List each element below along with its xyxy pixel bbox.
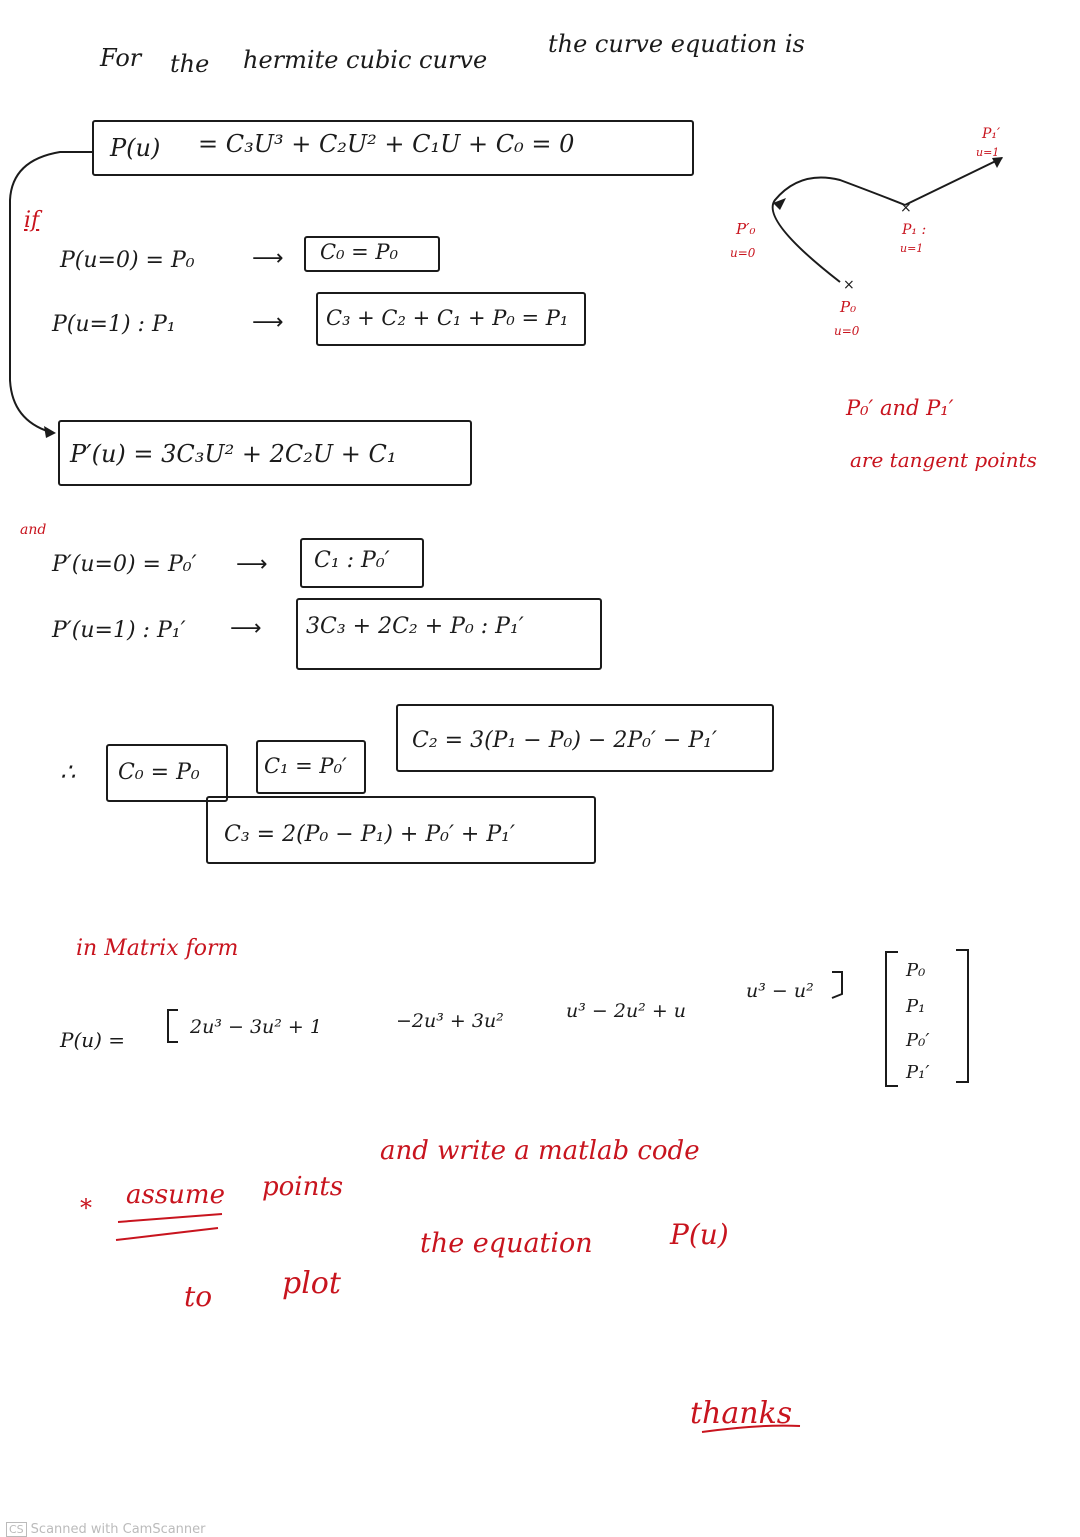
vector-entry-p0: P₀: [906, 960, 926, 981]
derivative-box: [58, 420, 472, 486]
arrow-right-icon: ⟶: [230, 616, 262, 641]
diagram-p0prime: P′₀: [736, 220, 756, 238]
request-pu: P(u): [670, 1218, 729, 1251]
vector-bracket-left: [885, 951, 898, 1087]
tangent-note-line1: P₀′ and P₁′: [846, 396, 954, 420]
arrow-right-icon: ⟶: [252, 310, 284, 335]
arrowhead-icon: [773, 198, 786, 210]
assume-underline-scribble: [115, 1227, 219, 1241]
and-label: and: [20, 522, 47, 538]
diagram-u1-top: u=1: [976, 146, 1000, 159]
request-points: points: [262, 1172, 344, 1202]
c2-result-box: [396, 704, 774, 772]
matrix-term-2: −2u³ + 3u²: [396, 1010, 504, 1032]
vector-entry-p1prime: P₁′: [906, 1062, 930, 1083]
connector-bracket: [9, 151, 92, 433]
p-u1-line: P(u=1) : P₁: [52, 312, 176, 337]
c1-result-box: [256, 740, 366, 794]
request-plot: plot: [282, 1266, 341, 1301]
p-u0-line: P(u=0) = P₀: [60, 248, 195, 273]
c1-result-text: C₁ = P₀′: [264, 754, 347, 778]
dp-u1-line: P′(u=1) : P₁′: [52, 618, 186, 643]
derivative-sum-box-text: 3C₃ + 2C₂ + P₀ : P₁′: [306, 614, 524, 639]
c3-result-text: C₃ = 2(P₀ − P₁) + P₀′ + P₁′: [224, 822, 515, 847]
c0-box-a-text: C₀ = P₀: [320, 240, 398, 264]
diagram-u1-mid: u=1: [900, 242, 924, 255]
hermite-curve-sketch: [771, 176, 906, 283]
matrix-term-3: u³ − 2u² + u: [566, 1000, 687, 1022]
diagram-p1: P₁ :: [902, 222, 927, 238]
arrowhead-icon: [992, 157, 1003, 168]
diagram-p1prime: P₁′: [982, 126, 1001, 142]
connector-arrowhead-icon: [44, 426, 56, 438]
header-word-for: For: [100, 44, 142, 72]
derivative-text: P′(u) = 3C₃U² + 2C₂U + C₁: [70, 440, 397, 468]
arrow-right-icon: ⟶: [236, 552, 268, 577]
derivative-sum-box: [296, 598, 602, 670]
diagram-u0-bottom: u=0: [834, 324, 860, 338]
header-word-the: the: [170, 50, 210, 78]
matrix-lhs: P(u) =: [60, 1028, 126, 1052]
tangent-line-sketch: [904, 157, 1003, 206]
therefore-symbol: ∴: [60, 758, 76, 786]
pu-rhs: = C₃U³ + C₂U² + C₁U + C₀ = 0: [198, 130, 575, 158]
diagram-u0-left: u=0: [730, 246, 756, 260]
request-to: to: [184, 1280, 213, 1313]
point-marker-p1-icon: ×: [900, 200, 912, 216]
c2-result-text: C₂ = 3(P₁ − P₀) − 2P₀′ − P₁′: [412, 728, 717, 753]
c-sum-box-text: C₃ + C₂ + C₁ + P₀ = P₁: [326, 306, 569, 330]
row-bracket-right: [831, 971, 843, 999]
pu-lhs: P(u): [110, 134, 161, 162]
main-equation-box: [92, 120, 694, 176]
request-the-equation: the equation: [420, 1228, 593, 1259]
c0-box-a: [304, 236, 440, 272]
matrix-form-title: in Matrix form: [76, 936, 239, 961]
row-bracket-left: [167, 1009, 178, 1043]
vector-entry-p1: P₁: [906, 996, 926, 1017]
scanner-watermark-text: Scanned with CamScanner: [30, 1522, 206, 1537]
c1-box-a: [300, 538, 424, 588]
if-label: if: [24, 208, 40, 233]
assume-underline: [117, 1213, 223, 1223]
matrix-term-1: 2u³ − 3u² + 1: [190, 1016, 322, 1038]
c0-result-box: [106, 744, 228, 802]
point-marker-p0-icon: ×: [843, 277, 855, 293]
c3-result-box: [206, 796, 596, 864]
vector-bracket-right: [956, 949, 969, 1083]
request-write-matlab: and write a matlab code: [380, 1136, 700, 1166]
c1-box-a-text: C₁ : P₀′: [314, 548, 390, 573]
request-assume: assume: [126, 1180, 225, 1210]
c-sum-box: [316, 292, 586, 346]
request-star: *: [80, 1194, 92, 1222]
vector-entry-p0prime: P₀′: [906, 1030, 930, 1051]
diagram-p0: P₀: [840, 298, 857, 316]
thanks-underline: [701, 1424, 801, 1433]
header-curve-equation: the curve equation is: [548, 30, 805, 58]
arrow-right-icon: ⟶: [252, 246, 284, 271]
scanner-badge: CS: [6, 1522, 27, 1537]
header-hermite: hermite cubic curve: [243, 46, 488, 74]
tangent-note-line2: are tangent points: [850, 448, 1037, 472]
matrix-term-4: u³ − u²: [746, 980, 814, 1002]
c0-result-text: C₀ = P₀: [118, 760, 200, 785]
dp-u0-line: P′(u=0) = P₀′: [52, 552, 197, 577]
